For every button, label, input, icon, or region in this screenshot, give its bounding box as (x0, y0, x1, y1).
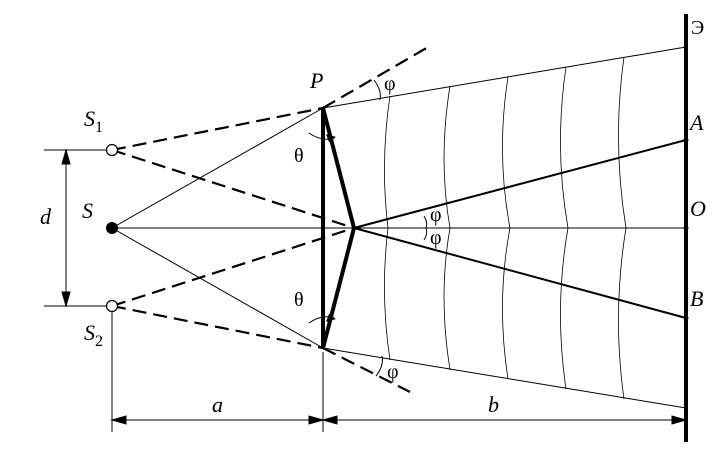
theta-arrow-bottom (326, 314, 336, 322)
point-b (683, 315, 689, 321)
ray-s-top (111, 107, 324, 229)
label-dim-a: a (212, 392, 223, 417)
biprism-faces (321, 107, 357, 349)
dimension-d (61, 148, 71, 308)
label-phi-top: φ (384, 73, 396, 95)
ray-apex-b (353, 227, 687, 319)
label-screen: Э (691, 17, 704, 39)
beam-lower-edge (322, 347, 687, 409)
label-o: O (690, 196, 706, 221)
label-a: A (688, 110, 704, 135)
label-phi-apex-bottom: φ (430, 227, 442, 249)
label-theta-bottom: θ (294, 289, 304, 311)
label-p: P (309, 68, 323, 93)
source-s1 (105, 143, 119, 157)
theta-arrow-top (326, 134, 336, 142)
label-dim-b: b (488, 392, 499, 417)
label-d: d (40, 204, 52, 229)
wavefront-arcs (384, 56, 627, 400)
label-theta-top: θ (294, 145, 304, 167)
dimension-a-b (110, 312, 688, 432)
label-s: S (82, 198, 93, 223)
label-phi-apex-top: φ (430, 204, 442, 226)
label-s1: S1 (84, 106, 103, 136)
ray-s-bottom (111, 227, 324, 349)
point-a (683, 137, 689, 143)
label-b: B (690, 286, 703, 311)
virtual-rays (111, 45, 431, 393)
label-phi-bottom: φ (387, 361, 399, 383)
source-s2 (105, 299, 119, 313)
label-s2: S2 (84, 320, 103, 350)
ray-apex-a (353, 139, 687, 229)
point-o (683, 225, 689, 231)
phi-arcs (373, 79, 428, 377)
beam-upper-edge (322, 46, 687, 109)
source-s (106, 222, 118, 234)
